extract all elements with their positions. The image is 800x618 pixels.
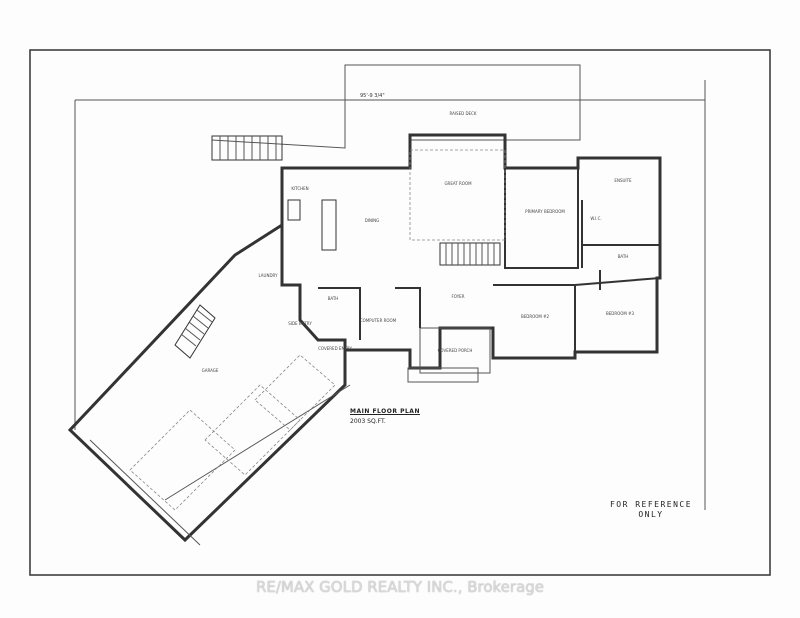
- label-covered-porch: COVERED PORCH: [438, 348, 473, 353]
- exterior-walls: [280, 133, 662, 370]
- overall-width-dimension: 95'-9 3/4": [360, 93, 385, 99]
- porch-steps: [407, 367, 479, 383]
- label-primary-bedroom: PRIMARY BEDROOM: [525, 209, 565, 214]
- parking-bays: [129, 354, 336, 511]
- interior-stairs: [439, 242, 501, 266]
- plan-area: 2003 SQ.FT.: [350, 418, 386, 425]
- raised-deck-outline: [344, 64, 581, 141]
- label-bedroom-2: BEDROOM #2: [521, 314, 550, 319]
- label-dining: DINING: [365, 218, 380, 223]
- plan-title: MAIN FLOOR PLAN: [350, 408, 420, 415]
- label-wic: W.I.C.: [590, 216, 601, 221]
- stove: [287, 199, 301, 221]
- label-laundry: LAUNDRY: [258, 273, 278, 278]
- label-foyer: FOYER: [452, 294, 465, 299]
- garage-walls: [67, 223, 347, 543]
- label-great-room: GREAT ROOM: [444, 181, 472, 186]
- label-deck: RAISED DECK: [450, 111, 477, 116]
- kitchen-island: [321, 199, 337, 251]
- garage-stairs: [174, 304, 216, 359]
- label-bath-left: BATH: [328, 296, 339, 301]
- label-bath-right: BATH: [618, 254, 629, 259]
- label-ensuite: ENSUITE: [614, 178, 632, 183]
- covered-porch: [419, 327, 491, 374]
- reference-note: FOR REFERENCE ONLY: [609, 500, 693, 519]
- interior-walls: [318, 168, 661, 352]
- sheet-border: [29, 49, 771, 576]
- brokerage-watermark: RE/MAX GOLD REALTY INC., Brokerage: [255, 578, 545, 596]
- label-kitchen: KITCHEN: [291, 186, 308, 191]
- great-room-ceiling: [409, 149, 506, 241]
- deck-stairs: [211, 135, 283, 161]
- label-garage: GARAGE: [202, 368, 219, 373]
- label-bedroom-3: BEDROOM #3: [606, 311, 635, 316]
- deck-rail: [211, 100, 346, 149]
- label-covered-entry: COVERED ENTRY: [318, 346, 352, 351]
- garage-dimension-lines: [89, 384, 351, 546]
- label-computer-room: COMPUTER ROOM: [360, 318, 397, 323]
- label-side-entry: SIDE ENTRY: [288, 321, 312, 326]
